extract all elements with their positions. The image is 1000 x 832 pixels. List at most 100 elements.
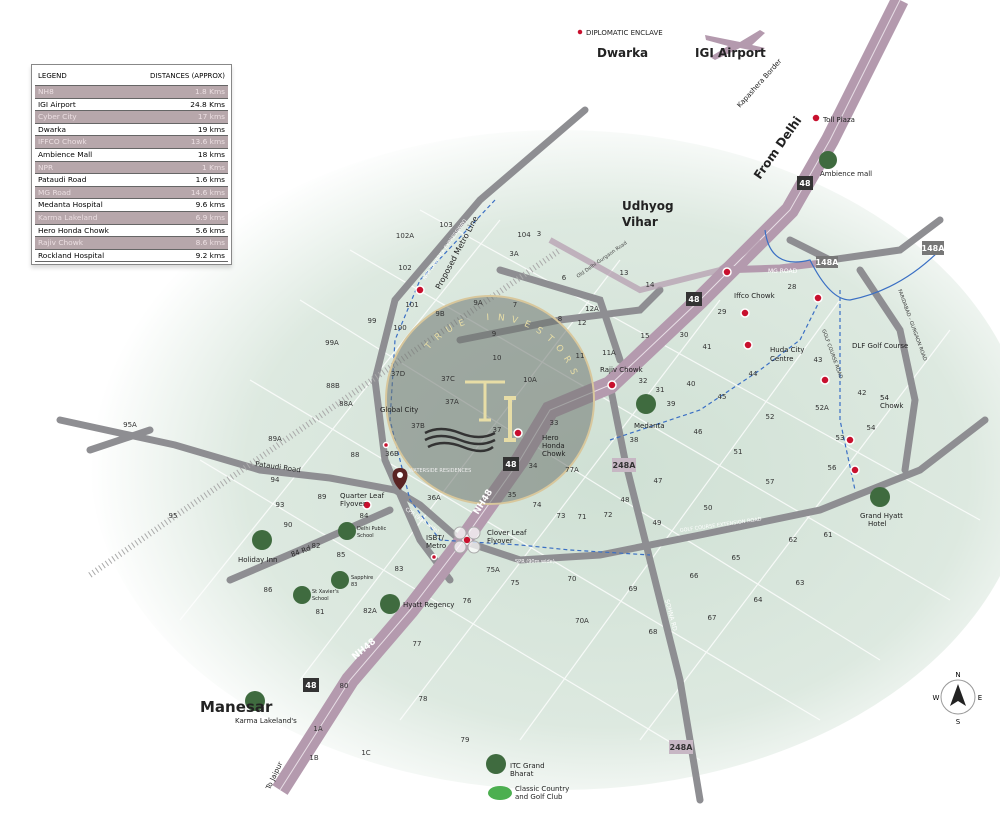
label-grand-hyatt-hotel: Hotel xyxy=(868,520,887,528)
sector-label: 9A xyxy=(473,299,482,307)
legend-place: NH8 xyxy=(38,87,54,96)
label-clover-leaf: Clover Leaf xyxy=(487,529,527,537)
npr-road xyxy=(371,106,589,584)
legend-place: Cyber City xyxy=(38,112,77,122)
legend-distance: 24.8 Kms xyxy=(190,99,225,109)
label-dps: Delhi Public xyxy=(357,526,387,532)
sector-label: 10 xyxy=(493,354,502,362)
sector-label: 8 xyxy=(558,315,562,323)
sector-label: 53 xyxy=(836,434,845,442)
sector-label: 100 xyxy=(393,324,406,332)
sector-label: 42 xyxy=(858,389,867,397)
sector-label: 102 xyxy=(398,264,411,272)
label-holiday-inn: Holiday Inn xyxy=(238,556,277,564)
sector-label: 66 xyxy=(690,572,699,580)
brand-letter: R xyxy=(561,355,573,366)
project-location-pin-icon xyxy=(392,468,408,490)
hotel-icon xyxy=(870,487,890,507)
label-iffco-chowk: Iffco Chowk xyxy=(734,292,776,300)
sector-label: 93 xyxy=(276,501,285,509)
label-mg-road: MG ROAD xyxy=(768,268,798,275)
badge-148a: 148A xyxy=(922,244,946,253)
sector-label: 14 xyxy=(646,281,655,289)
location-markers xyxy=(362,28,860,561)
sector-label: 68 xyxy=(649,628,658,636)
sector-label: 9B xyxy=(435,310,444,318)
sector-label: 37D xyxy=(391,370,405,378)
sector-label: 90 xyxy=(284,521,293,529)
sector-label: 3A xyxy=(509,250,518,258)
sohna-road xyxy=(606,381,704,804)
legend-place: MG Road xyxy=(38,187,71,197)
label-metro: Metro xyxy=(426,542,446,550)
label-54: 54 xyxy=(880,394,889,402)
badge-148a-bg xyxy=(922,241,944,255)
waterside-label: WATERSIDE RESIDENCES xyxy=(409,468,472,474)
legend-place: Rajiv Chowk xyxy=(38,238,84,248)
major-roads xyxy=(56,106,989,804)
badge-248a-bg xyxy=(669,740,693,754)
brand-letter: T xyxy=(423,341,435,353)
sector-label: 102A xyxy=(396,232,414,240)
sector-label: 15 xyxy=(641,332,650,340)
dwarka-spur xyxy=(86,426,154,454)
legend-row: Dwarka 19 kms xyxy=(35,124,228,137)
spr-golf-extension-road xyxy=(226,416,989,584)
label-ambience-mall: Ambience mall xyxy=(820,170,872,178)
sector-label: 49 xyxy=(653,519,662,527)
legend-distance: 19 kms xyxy=(197,124,225,134)
brand-letter: T xyxy=(544,333,556,345)
label-huda-centre: Centre xyxy=(770,355,793,363)
label-chowk-hero: Chowk xyxy=(542,450,566,458)
brand-letter: S xyxy=(567,367,579,376)
hotel-icon xyxy=(380,594,400,614)
label-clover-flyover: Flyover xyxy=(487,537,513,545)
legend-place: Dwarka xyxy=(38,124,66,134)
badge-148a: 148A xyxy=(816,258,840,267)
sector-label: 37 xyxy=(493,426,502,434)
sector-label: 57 xyxy=(766,478,775,486)
sector-label: 63 xyxy=(796,579,805,587)
label-sapphire-83: 83 xyxy=(351,582,357,588)
sector-label: 74 xyxy=(533,501,542,509)
compass-icon: N S E W xyxy=(933,671,983,726)
sector-label: 44 xyxy=(749,370,758,378)
label-golf-club: and Golf Club xyxy=(515,793,563,801)
badge-48: 48 xyxy=(799,179,811,188)
school-icon xyxy=(338,522,356,540)
brand-letter: N xyxy=(497,313,505,324)
sector-label: 40 xyxy=(687,380,696,388)
sector-label: 88B xyxy=(326,382,340,390)
label-vihar: Vihar xyxy=(622,215,658,229)
sector-label: 33 xyxy=(550,419,559,427)
legend-place: NPR xyxy=(38,162,54,172)
label-st-xavier: St Xavier's xyxy=(312,589,339,595)
highway-badges: 48 48 48 48 248A 248A 148A 148A xyxy=(303,176,945,754)
brand-letter: V xyxy=(510,315,519,326)
hotel-icon xyxy=(486,754,506,774)
legend-place: Pataudi Road xyxy=(38,175,87,185)
badge-48: 48 xyxy=(305,681,317,690)
sector-label: 43 xyxy=(814,356,823,364)
legend-place: Ambience Mall xyxy=(38,149,93,159)
compass-w: W xyxy=(933,694,940,702)
sector-label: 56 xyxy=(828,464,837,472)
legend-distance: 9.2 kms xyxy=(195,250,225,260)
sector-label: 37C xyxy=(441,375,455,383)
sector-label: 75A xyxy=(486,566,500,574)
badge-48: 48 xyxy=(505,460,517,469)
label-udhyog: Udhyog xyxy=(622,199,674,213)
hotel-icon xyxy=(245,691,265,711)
sector-label: 104 xyxy=(517,231,531,239)
sector-label: 73 xyxy=(557,512,566,520)
sector-label: 38 xyxy=(630,436,639,444)
sector-label: 95A xyxy=(123,421,137,429)
